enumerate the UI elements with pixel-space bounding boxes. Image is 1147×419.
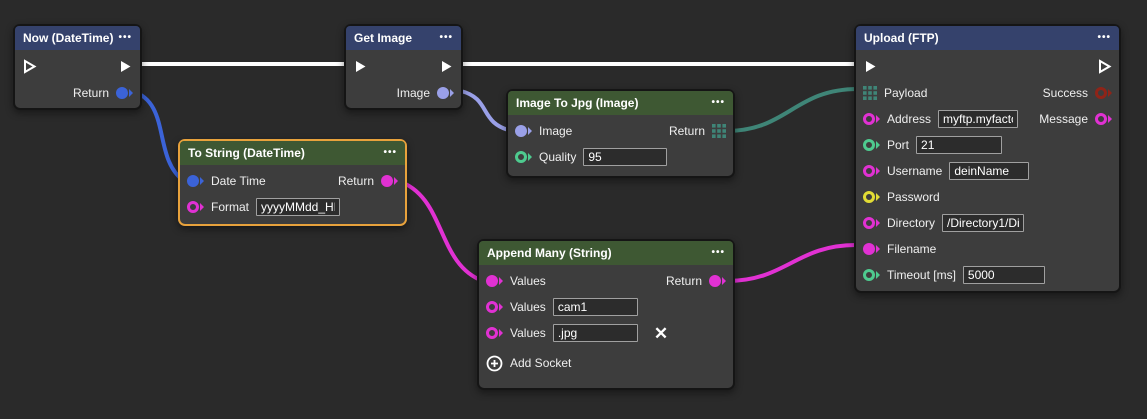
output-label-return: Return [668,124,705,138]
output-socket-return[interactable] [709,275,726,287]
input-socket-values-1[interactable] [486,275,503,287]
output-socket-success[interactable] [1095,87,1112,99]
node-header[interactable]: To String (DateTime) ••• [180,141,405,165]
output-socket-return[interactable] [116,87,133,99]
username-input[interactable] [949,162,1030,180]
format-input[interactable] [256,198,341,216]
node-menu-icon[interactable]: ••• [439,32,453,43]
exec-in-socket[interactable] [353,59,368,74]
input-label-directory: Directory [887,216,936,230]
input-socket-username[interactable] [863,165,880,177]
wire-getimage-imagetojpg [459,89,514,133]
node-menu-icon[interactable]: ••• [1097,32,1111,43]
wire-imagetojpg-upload-payload [724,87,860,133]
input-label-values-1: Values [510,274,546,288]
node-title: To String (DateTime) [188,146,305,160]
wire-appendmany-upload-filename [725,243,858,283]
node-to-string[interactable]: To String (DateTime) ••• Date Time Retur… [178,139,407,226]
address-input[interactable] [938,110,1019,128]
output-label-return: Return [665,274,702,288]
input-label-payload: Payload [884,86,928,100]
node-title: Upload (FTP) [864,31,939,45]
node-title: Get Image [354,31,413,45]
node-menu-icon[interactable]: ••• [711,97,725,108]
input-socket-address[interactable] [863,113,880,125]
output-label-success: Success [1042,86,1088,100]
node-header[interactable]: Image To Jpg (Image) ••• [508,91,733,115]
node-title: Now (DateTime) [23,31,114,45]
input-socket-format[interactable] [187,201,204,213]
values-3-input[interactable] [552,324,638,342]
input-label-quality: Quality [539,150,577,164]
input-socket-port[interactable] [863,139,880,151]
node-header[interactable]: Now (DateTime) ••• [15,26,140,50]
input-label-timeout: Timeout [ms] [887,268,956,282]
input-label-filename: Filename [887,242,937,256]
node-header[interactable]: Upload (FTP) ••• [856,26,1119,50]
node-now-datetime[interactable]: Now (DateTime) ••• Return [13,24,142,110]
input-label-date-time: Date Time [211,174,266,188]
output-label-return: Return [72,86,109,100]
input-socket-values-2[interactable] [486,301,503,313]
exec-out-socket[interactable] [439,59,454,74]
exec-out-socket[interactable] [1097,58,1112,74]
input-socket-image[interactable] [515,125,532,137]
input-label-port: Port [887,138,910,152]
input-socket-timeout[interactable] [863,269,880,281]
input-label-password: Password [887,190,940,204]
node-upload-ftp[interactable]: Upload (FTP) ••• Payload [854,24,1121,293]
input-label-image: Image [539,124,573,138]
input-label-values-2: Values [510,300,546,314]
output-label-message: Message [1039,112,1088,126]
node-menu-icon[interactable]: ••• [118,32,132,43]
values-2-input[interactable] [552,298,638,316]
node-header[interactable]: Append Many (String) ••• [479,241,733,265]
input-socket-filename[interactable] [863,243,880,255]
remove-socket-icon[interactable]: ✕ [653,323,669,343]
input-label-format: Format [211,200,250,214]
node-menu-icon[interactable]: ••• [711,247,725,258]
exec-out-socket[interactable] [118,59,133,74]
quality-input[interactable] [583,148,668,166]
input-socket-date-time[interactable] [187,175,204,187]
port-input[interactable] [916,136,1003,154]
wire-now-tostring [130,89,186,183]
output-socket-message[interactable] [1095,113,1112,125]
input-label-values-3: Values [510,326,546,340]
input-socket-password[interactable] [863,191,880,203]
input-socket-values-3[interactable] [486,327,503,339]
node-title: Image To Jpg (Image) [516,96,639,110]
add-socket-icon[interactable] [486,355,503,372]
node-menu-icon[interactable]: ••• [383,147,397,158]
output-socket-return-grid[interactable] [712,124,726,138]
input-socket-directory[interactable] [863,217,880,229]
exec-in-socket[interactable] [22,58,37,74]
node-get-image[interactable]: Get Image ••• Image [344,24,463,110]
output-socket-return[interactable] [381,175,398,187]
input-socket-payload-grid[interactable] [863,86,877,100]
node-header[interactable]: Get Image ••• [346,26,461,50]
exec-in-socket[interactable] [863,59,878,74]
wire-tostring-appendmany [396,179,485,283]
directory-input[interactable] [942,214,1025,232]
output-socket-image[interactable] [437,87,454,99]
output-label-image: Image [396,86,430,100]
node-append-many[interactable]: Append Many (String) ••• Values Return V… [477,239,735,390]
add-socket-label[interactable]: Add Socket [510,356,572,370]
input-label-username: Username [887,164,943,178]
node-title: Append Many (String) [487,246,612,260]
node-image-to-jpg[interactable]: Image To Jpg (Image) ••• Image Return Qu… [506,89,735,178]
input-label-address: Address [887,112,932,126]
timeout-input[interactable] [962,266,1045,284]
output-label-return: Return [337,174,374,188]
input-socket-quality[interactable] [515,151,532,163]
